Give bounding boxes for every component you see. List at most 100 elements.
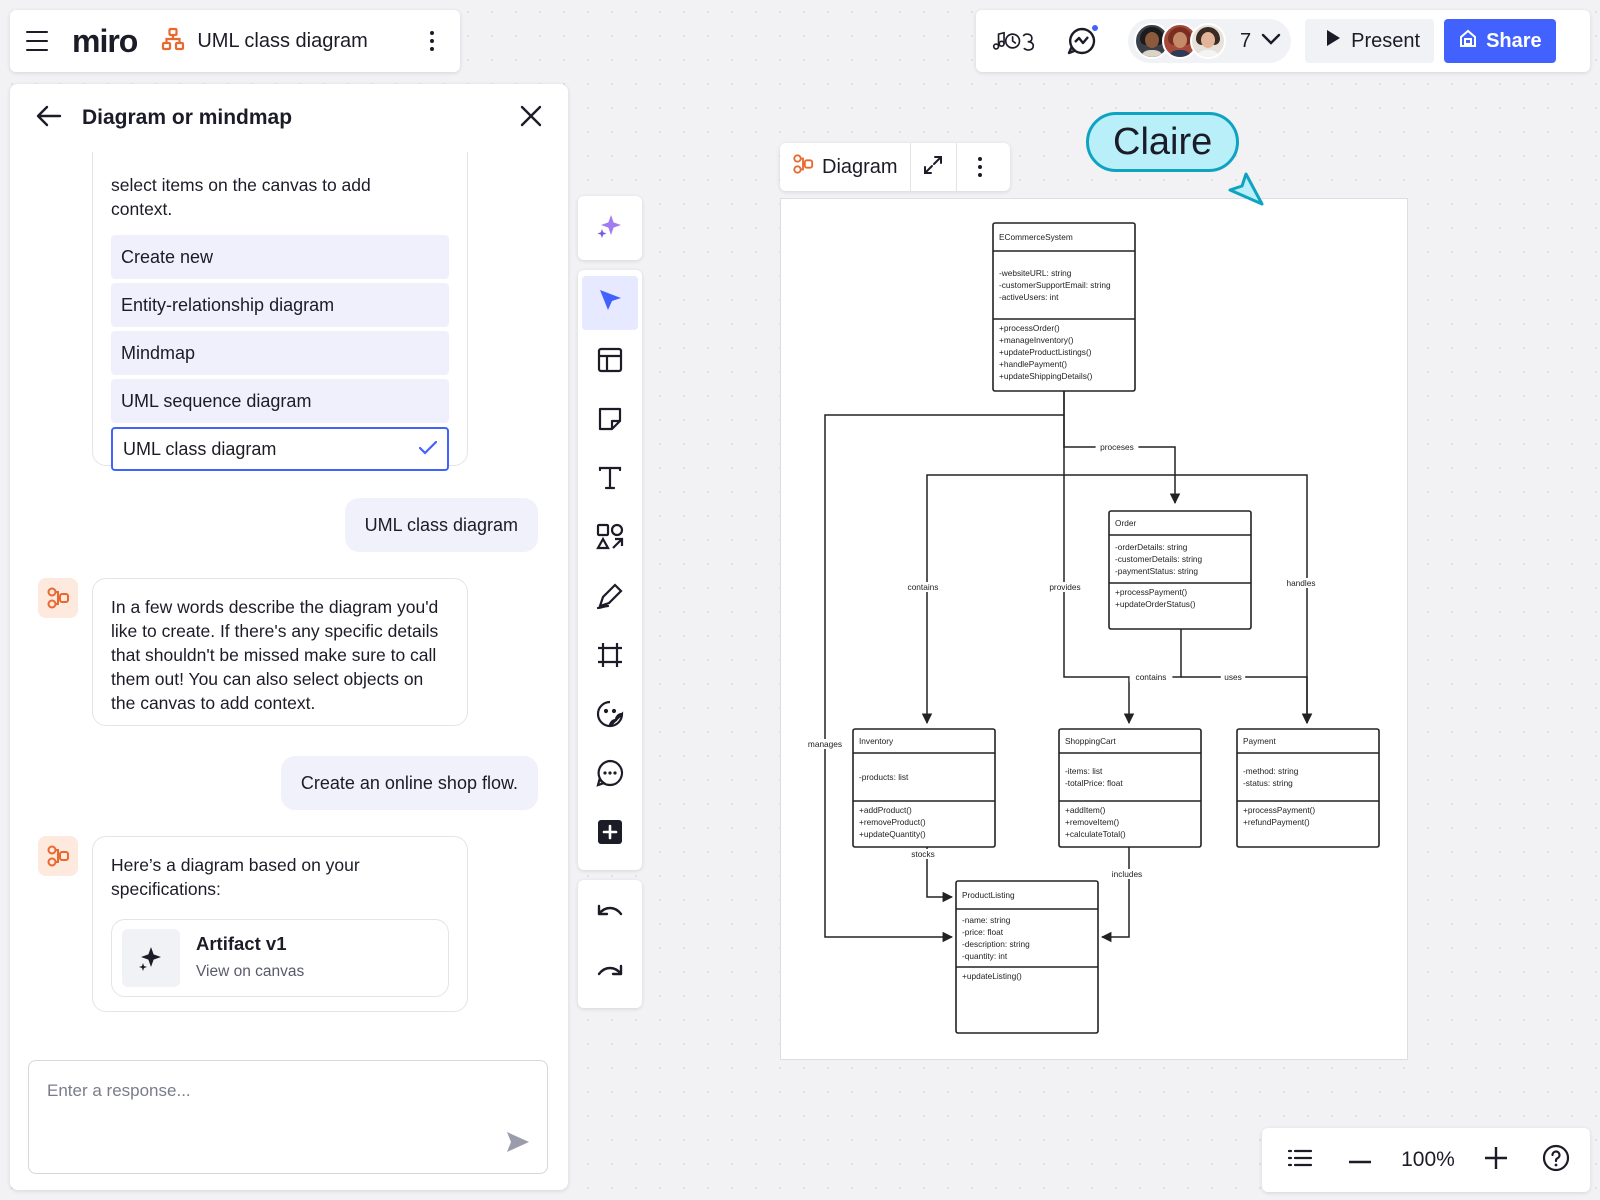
uml-method: +removeItem() (1065, 817, 1119, 827)
uml-connector[interactable] (1127, 629, 1182, 683)
uml-diagram-frame[interactable]: ECommerceSystem-websiteURL: string-custo… (780, 198, 1408, 1060)
response-box (28, 1060, 548, 1174)
present-button[interactable]: Present (1305, 19, 1435, 63)
uml-method: +updateProductListings() (999, 347, 1092, 357)
back-arrow-icon[interactable] (36, 105, 62, 132)
shapes-tool[interactable] (582, 512, 638, 566)
uml-class-ecommercesystem[interactable]: ECommerceSystem-websiteURL: string-custo… (992, 222, 1136, 392)
diagram-context-bar: Diagram (780, 143, 1010, 191)
reactions-timer-icon[interactable] (992, 19, 1036, 63)
collaborator-avatar[interactable] (1190, 23, 1226, 59)
board-list-button[interactable] (1282, 1142, 1318, 1178)
option-entity-relationship-diagram[interactable]: Entity-relationship diagram (111, 283, 449, 327)
relation-label: contains (1136, 672, 1167, 682)
stickers-tool[interactable] (582, 689, 638, 743)
option-label: UML class diagram (123, 439, 277, 459)
sticker-icon (595, 699, 625, 734)
uml-class-shoppingcart[interactable]: ShoppingCart-items: list-totalPrice: flo… (1058, 728, 1202, 848)
minus-icon (1348, 1151, 1372, 1169)
uml-method: +manageInventory() (999, 335, 1074, 345)
share-button[interactable]: Share (1444, 19, 1556, 63)
uml-connector[interactable] (1181, 676, 1313, 725)
collaborators-pill[interactable]: 7 (1128, 19, 1292, 63)
uml-connector[interactable] (926, 847, 954, 903)
uml-class-payment[interactable]: Payment-method: string-status: string+pr… (1236, 728, 1380, 848)
relation-label: contains (908, 582, 939, 592)
uml-class-name: Inventory (859, 736, 894, 746)
uml-attribute: -description: string (962, 939, 1030, 949)
board-bar: miro UML class diagram (10, 10, 460, 72)
diagram-more-icon[interactable] (968, 151, 992, 183)
uml-connector[interactable] (824, 414, 1064, 943)
activity-chat-icon[interactable] (1060, 19, 1104, 63)
option-create-new[interactable]: Create new (111, 235, 449, 279)
collaborator-cursor-icon (1226, 168, 1266, 213)
send-icon[interactable] (505, 1130, 531, 1159)
relation-label: manages (808, 739, 842, 749)
panel-header: Diagram or mindmap (10, 84, 568, 152)
text-tool[interactable] (582, 453, 638, 507)
uml-method: +removeProduct() (859, 817, 926, 827)
uml-class-order[interactable]: Order-orderDetails: string-customerDetai… (1108, 510, 1252, 630)
option-uml-sequence-diagram[interactable]: UML sequence diagram (111, 379, 449, 423)
expand-button[interactable] (911, 143, 957, 191)
zoom-out-button[interactable] (1342, 1142, 1378, 1178)
board-name[interactable]: UML class diagram (197, 29, 368, 52)
bot-message-text: Here’s a diagram based on your specifica… (111, 855, 360, 899)
diagram-board-icon (161, 27, 185, 56)
plus-icon (1484, 1146, 1508, 1175)
templates-tool[interactable] (582, 335, 638, 389)
artifact-card[interactable]: Artifact v1 View on canvas (111, 919, 449, 997)
zoom-in-button[interactable] (1478, 1142, 1514, 1178)
artifact-subtitle: View on canvas (196, 963, 305, 980)
uml-method: +updateQuantity() (859, 829, 926, 839)
chevron-down-icon[interactable] (1261, 32, 1281, 51)
uml-class-productlisting[interactable]: ProductListing-name: string-price: float… (955, 880, 1099, 1034)
uml-connector[interactable] (1064, 474, 1313, 725)
uml-attribute: -items: list (1065, 766, 1103, 776)
uml-method: +calculateTotal() (1065, 829, 1126, 839)
uml-class-name: ECommerceSystem (999, 232, 1073, 242)
relation-label: stocks (911, 849, 935, 859)
response-input[interactable] (29, 1061, 547, 1173)
uml-class-inventory[interactable]: Inventory-products: list+addProduct()+re… (852, 728, 996, 848)
board-more-icon[interactable] (420, 25, 444, 57)
help-button[interactable] (1538, 1142, 1574, 1178)
uml-attribute: -paymentStatus: string (1115, 566, 1198, 576)
history-toolbar (578, 880, 642, 1008)
uml-method: +updateListing() (962, 971, 1022, 981)
sticky-note-icon (596, 405, 624, 438)
pen-tool[interactable] (582, 571, 638, 625)
frame-tool[interactable] (582, 630, 638, 684)
miro-logo[interactable]: miro (72, 22, 138, 59)
comment-icon (595, 758, 625, 793)
collaborator-count: 7 (1240, 29, 1252, 52)
zoom-level[interactable]: 100% (1401, 1148, 1455, 1171)
diagram-label-button[interactable]: Diagram (780, 143, 911, 191)
shapes-icon (595, 522, 625, 557)
relation-label: provides (1049, 582, 1080, 592)
redo-icon (595, 960, 625, 989)
select-tool[interactable] (582, 276, 638, 330)
more-apps-tool[interactable] (582, 807, 638, 861)
close-icon[interactable] (520, 105, 542, 132)
undo-button[interactable] (582, 886, 638, 942)
option-uml-class-diagram[interactable]: UML class diagram (111, 427, 449, 471)
uml-class-box (852, 728, 996, 848)
uml-attribute: -customerSupportEmail: string (999, 280, 1111, 290)
uml-connector[interactable] (1100, 847, 1130, 943)
uml-method: +processPayment() (1115, 587, 1187, 597)
main-menu-icon[interactable] (26, 31, 48, 51)
uml-connector[interactable] (1063, 391, 1135, 725)
uml-method: +processPayment() (1243, 805, 1315, 815)
comment-tool[interactable] (582, 748, 638, 802)
redo-button[interactable] (582, 946, 638, 1002)
uml-attribute: -quantity: int (962, 951, 1008, 961)
option-mindmap[interactable]: Mindmap (111, 331, 449, 375)
uml-method: +addItem() (1065, 805, 1106, 815)
uml-class-name: Order (1115, 518, 1136, 528)
uml-connector[interactable] (921, 474, 1064, 725)
sticky-note-tool[interactable] (582, 394, 638, 448)
ai-sparkle-icon[interactable] (595, 211, 625, 246)
uml-class-name: ProductListing (962, 890, 1015, 900)
